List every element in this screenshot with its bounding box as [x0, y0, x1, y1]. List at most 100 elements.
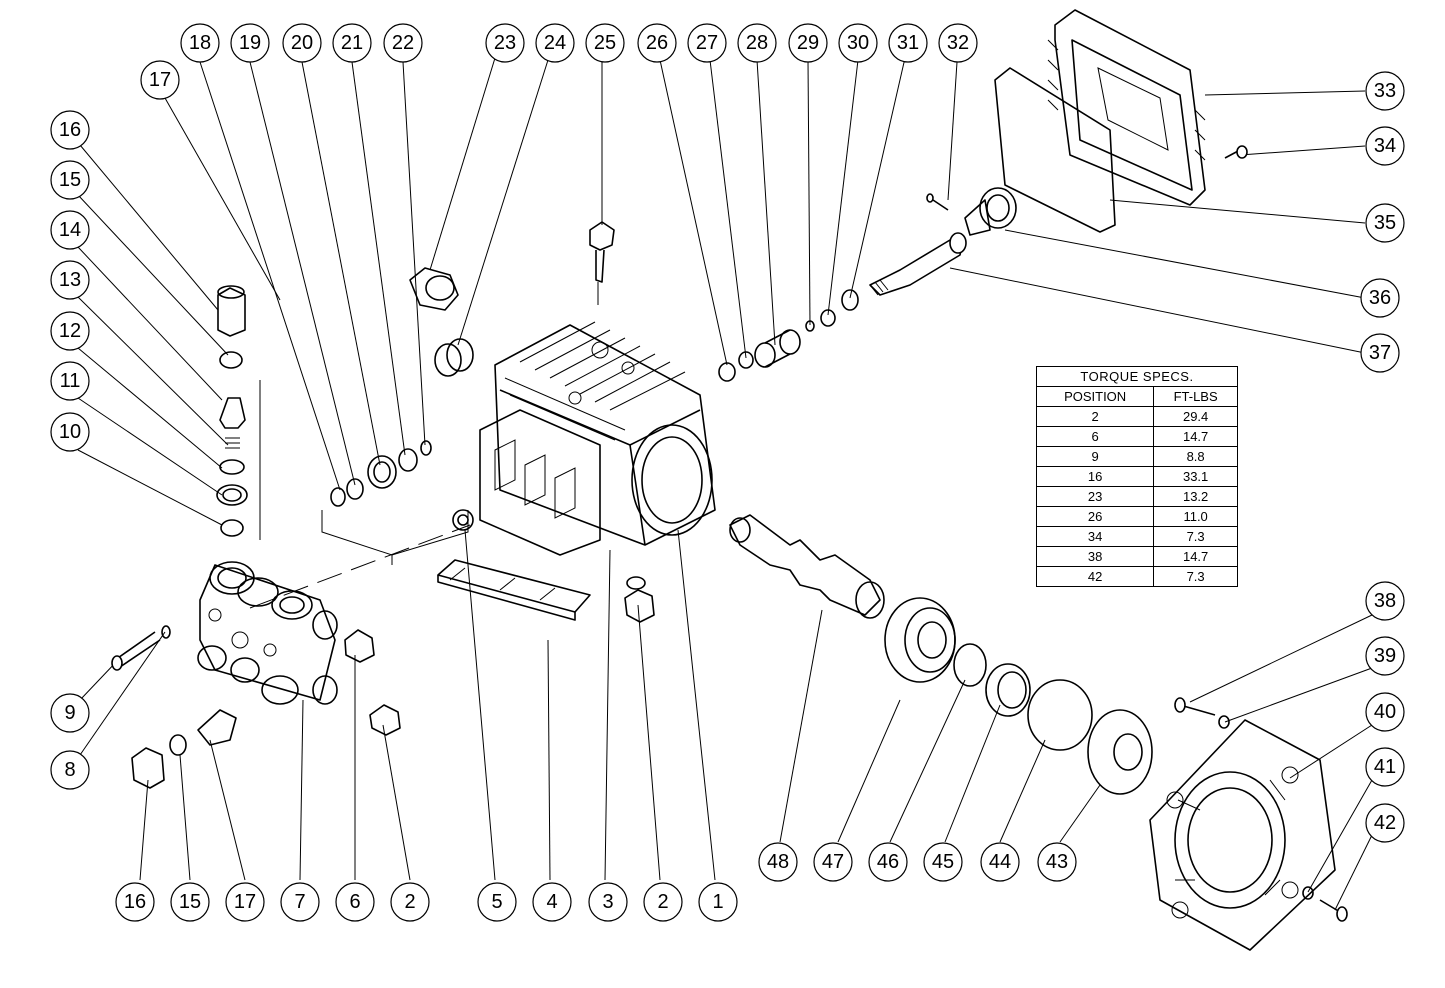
callout-11: 11 — [50, 361, 90, 401]
callout-17-bottom: 17 — [225, 882, 265, 922]
callout-5: 5 — [477, 882, 517, 922]
svg-text:29: 29 — [797, 32, 819, 54]
callout-4: 4 — [532, 882, 572, 922]
torque-cell: 14.7 — [1153, 546, 1238, 567]
crankshaft-assembly — [729, 514, 1153, 795]
svg-text:15: 15 — [59, 169, 81, 191]
svg-text:35: 35 — [1374, 212, 1396, 234]
svg-text:3: 3 — [602, 891, 613, 913]
svg-text:31: 31 — [897, 32, 919, 54]
callout-35: 35 — [1365, 203, 1405, 243]
callout-22: 22 — [383, 23, 423, 63]
svg-text:27: 27 — [696, 32, 718, 54]
svg-text:24: 24 — [544, 32, 566, 54]
svg-text:44: 44 — [989, 851, 1011, 873]
torque-cell: 33.1 — [1153, 466, 1238, 487]
callout-14: 14 — [50, 210, 90, 250]
svg-text:42: 42 — [1374, 812, 1396, 834]
svg-text:28: 28 — [746, 32, 768, 54]
callout-44: 44 — [980, 842, 1020, 882]
svg-text:43: 43 — [1046, 851, 1068, 873]
svg-text:14: 14 — [59, 219, 81, 241]
callout-43: 43 — [1037, 842, 1077, 882]
callout-36: 36 — [1360, 278, 1400, 318]
svg-text:16: 16 — [59, 119, 81, 141]
svg-text:16: 16 — [124, 891, 146, 913]
callout-24: 24 — [535, 23, 575, 63]
callout-27: 27 — [687, 23, 727, 63]
leader-lines — [77, 57, 1373, 911]
svg-text:17: 17 — [149, 69, 171, 91]
position-cell: 38 — [1035, 546, 1155, 567]
svg-text:9: 9 — [64, 702, 75, 724]
svg-text:2: 2 — [657, 891, 668, 913]
callout-41: 41 — [1365, 747, 1405, 787]
svg-text:6: 6 — [349, 891, 360, 913]
callout-45: 45 — [923, 842, 963, 882]
svg-text:15: 15 — [179, 891, 201, 913]
svg-text:32: 32 — [947, 32, 969, 54]
svg-text:1: 1 — [712, 891, 723, 913]
svg-text:18: 18 — [189, 32, 211, 54]
callout-9: 9 — [50, 693, 90, 733]
callout-34: 34 — [1365, 126, 1405, 166]
callout-7: 7 — [280, 882, 320, 922]
callout-10: 10 — [50, 412, 90, 452]
svg-text:8: 8 — [64, 759, 75, 781]
callout-8: 8 — [50, 750, 90, 790]
callout-39: 39 — [1365, 636, 1405, 676]
table-header-row: POSITION FT-LBS — [1035, 386, 1238, 407]
position-cell: 9 — [1035, 446, 1155, 467]
svg-text:22: 22 — [392, 32, 414, 54]
torque-cell: 7.3 — [1153, 566, 1238, 587]
svg-text:20: 20 — [291, 32, 313, 54]
callout-bubbles: 18 19 20 21 22 23 24 25 26 27 28 29 30 3… — [50, 23, 1405, 922]
callout-47: 47 — [813, 842, 853, 882]
svg-text:19: 19 — [239, 32, 261, 54]
svg-text:39: 39 — [1374, 645, 1396, 667]
pump-housing — [479, 321, 716, 556]
callout-13: 13 — [50, 260, 90, 300]
svg-text:47: 47 — [822, 851, 844, 873]
svg-text:30: 30 — [847, 32, 869, 54]
callout-31: 31 — [888, 23, 928, 63]
svg-text:45: 45 — [932, 851, 954, 873]
bottom-small-parts — [111, 509, 655, 789]
svg-text:5: 5 — [491, 891, 502, 913]
callout-46: 46 — [868, 842, 908, 882]
callout-32: 32 — [938, 23, 978, 63]
callout-15-bottom: 15 — [170, 882, 210, 922]
position-cell: 2 — [1035, 406, 1155, 427]
callout-19: 19 — [230, 23, 270, 63]
callout-16-top: 16 — [50, 110, 90, 150]
position-cell: 26 — [1035, 506, 1155, 527]
rear-cover-assembly — [718, 9, 1248, 382]
callout-21: 21 — [332, 23, 372, 63]
callout-48: 48 — [758, 842, 798, 882]
torque-cell: 13.2 — [1153, 486, 1238, 507]
column-header-position: POSITION — [1035, 386, 1155, 407]
svg-text:38: 38 — [1374, 590, 1396, 612]
callout-20: 20 — [282, 23, 322, 63]
callout-28: 28 — [737, 23, 777, 63]
svg-text:46: 46 — [877, 851, 899, 873]
svg-text:36: 36 — [1369, 287, 1391, 309]
callout-17-top: 17 — [140, 60, 180, 100]
svg-text:26: 26 — [646, 32, 668, 54]
torque-cell: 7.3 — [1153, 526, 1238, 547]
svg-text:41: 41 — [1374, 756, 1396, 778]
callout-12: 12 — [50, 311, 90, 351]
table-title-row: TORQUE SPECS. — [1036, 366, 1238, 387]
position-cell: 23 — [1035, 486, 1155, 507]
callout-38: 38 — [1365, 581, 1405, 621]
svg-text:25: 25 — [594, 32, 616, 54]
callout-3: 3 — [588, 882, 628, 922]
